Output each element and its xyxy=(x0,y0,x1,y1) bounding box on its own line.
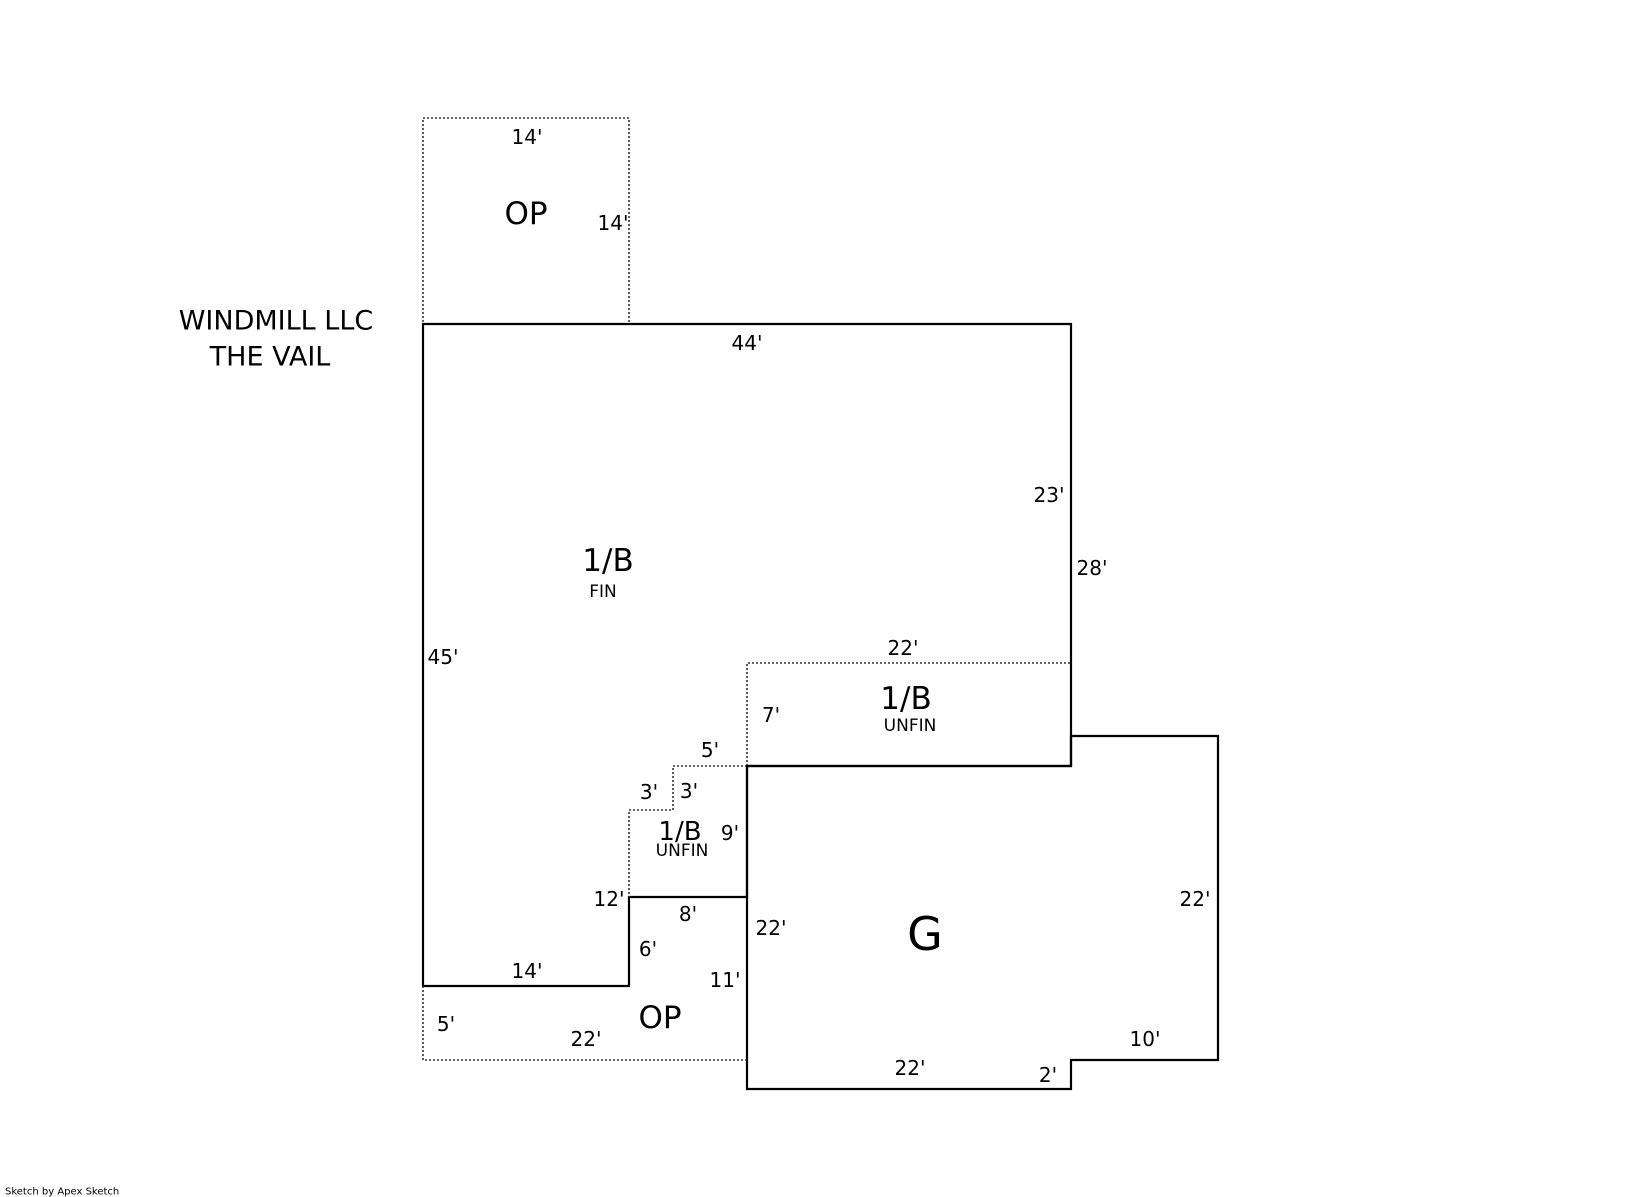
dimension-label: 3' xyxy=(640,780,658,804)
area-sublabel-main: FIN xyxy=(589,582,617,602)
open-porch-bottom-outline xyxy=(422,986,747,1061)
garage-outline xyxy=(745,734,1220,1091)
dimension-label: 23' xyxy=(1034,483,1065,507)
dimension-label: 5' xyxy=(437,1012,455,1036)
dimension-label: 12' xyxy=(594,887,625,911)
dimension-label: 22' xyxy=(888,636,919,660)
area-label-op-bottom: OP xyxy=(638,1000,681,1036)
unfin-lower-divider xyxy=(628,765,747,897)
dimension-label: 22' xyxy=(756,916,787,940)
open-porch-top-outline xyxy=(422,117,630,325)
dimension-label: 22' xyxy=(1180,887,1211,911)
dimension-label: 6' xyxy=(639,937,657,961)
dimension-label: 22' xyxy=(895,1056,926,1080)
dimension-label: 8' xyxy=(679,902,697,926)
dimension-label: 14' xyxy=(512,959,543,983)
dimension-label: 14' xyxy=(512,125,543,149)
sketch-credit: Sketch by Apex Sketch xyxy=(5,1187,119,1197)
area-label-unfin-upper: 1/B xyxy=(880,681,931,717)
dimension-label: 22' xyxy=(571,1027,602,1051)
dimension-label: 11' xyxy=(710,968,741,992)
dimension-label: 45' xyxy=(428,645,459,669)
property-name: THE VAIL xyxy=(209,342,331,373)
area-sublabel-unfin-lower: UNFIN xyxy=(656,841,709,861)
owner-name: WINDMILL LLC xyxy=(179,306,374,337)
area-label-main: 1/B xyxy=(582,543,633,579)
dimension-label: 3' xyxy=(680,779,698,803)
dimension-label: 10' xyxy=(1130,1027,1161,1051)
dimension-label: 28' xyxy=(1077,556,1108,580)
dimension-label: 9' xyxy=(721,821,739,845)
dimension-label: 2' xyxy=(1039,1063,1057,1087)
area-label-garage: G xyxy=(907,907,943,961)
dimension-label: 44' xyxy=(732,331,763,355)
area-label-unfin-lower: 1/B xyxy=(658,817,701,847)
area-sublabel-unfin-upper: UNFIN xyxy=(884,716,937,736)
dimension-label: 5' xyxy=(701,738,719,762)
area-label-op-top: OP xyxy=(504,196,547,232)
dimension-label: 14' xyxy=(598,211,629,235)
dimension-label: 7' xyxy=(762,703,780,727)
